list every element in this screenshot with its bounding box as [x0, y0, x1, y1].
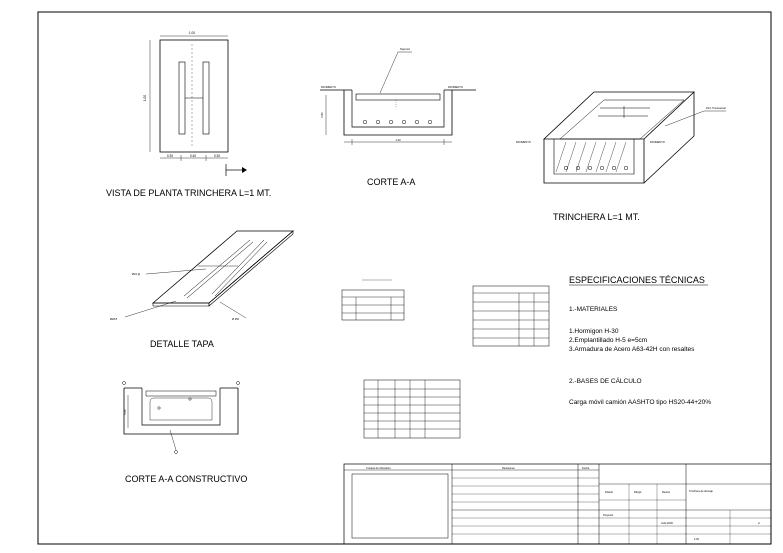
plan-view: 1.00 1.00 0.30 0.40 0.30: [143, 31, 247, 176]
title-block-reviewed: Revisó: [662, 490, 670, 494]
title-block-project: Proyecto: [603, 513, 614, 517]
section-aa-title: CORTE A-A: [367, 177, 415, 187]
plan-dim-b: 0.40: [190, 154, 196, 158]
section-constructive-title: CORTE A-A CONSTRUCTIVO: [125, 474, 247, 484]
title-block-revisions-col: Revisiones: [502, 466, 515, 470]
title-block-project-name: Trinchera de drenaje: [689, 489, 713, 493]
specs-material-2: 2.Emplantillado H-5 e=5cm: [569, 337, 647, 344]
plan-dim-top: 1.00: [189, 31, 195, 35]
plan-view-title: VISTA DE PLANTA TRINCHERA L=1 MT.: [106, 188, 271, 198]
specs-heading: ESPECIFICACIONES TÉCNICAS: [569, 275, 705, 285]
lid-callout-left: Ø28,8: [110, 317, 118, 321]
specs-calc-heading: 2.-BASES DE CÁLCULO: [569, 376, 642, 385]
table-bottom: [363, 379, 461, 439]
lid-callout-upper: Ø22 @: [132, 272, 141, 276]
lid-detail-title: DETALLE TAPA: [150, 339, 214, 349]
specs-materials-heading: 1.-MATERIALES: [569, 306, 618, 313]
title-block-date: Julio 2020: [661, 521, 673, 525]
plan-dim-c: 0.30: [214, 154, 220, 158]
section-aa-tapa-callout: Tapa HA: [400, 47, 410, 51]
lid-detail: Ø22 @ Ø28,8 Ø 250: [110, 230, 295, 321]
trench-pavement-left: PAVIMENTO: [516, 140, 531, 144]
lid-callout-right: Ø 250: [232, 317, 240, 321]
trench-steel-plate-callout: Perf. Transversal: [706, 106, 726, 110]
trench-3d-view: Perf. Transversal PAVIMENTO PAVIMENTO: [516, 91, 726, 184]
section-aa-pavement-left: PAVIMENTO: [321, 85, 336, 89]
title-block-drawing-col: Croquis de Ubicación: [366, 466, 391, 470]
section-aa: Tapa HA PAVIMENTO PAVIMENTO 1.20 0.80: [320, 47, 476, 145]
technical-specs: ESPECIFICACIONES TÉCNICAS 1.-MATERIALES …: [569, 275, 711, 406]
plan-dim-side: 1.00: [143, 95, 147, 101]
trench-3d-title: TRINCHERA L=1 MT.: [553, 212, 640, 222]
trench-pavement-right: PAVIMENTO: [650, 140, 665, 144]
title-block-date-col: Fecha: [582, 466, 590, 470]
section-constructive: 0.80: [122, 381, 240, 454]
specs-material-3: 3.Armadura de Acero A63-42H con resaltes: [569, 346, 695, 353]
specs-material-1: 1.Hormigon H-30: [569, 328, 619, 335]
section-aa-pavement-right: PAVIMENTO: [448, 85, 463, 89]
section-aa-dim-height: 0.80: [320, 112, 324, 118]
plan-dim-a: 0.30: [167, 154, 173, 158]
table-middle: [472, 285, 550, 347]
title-block: Croquis de Ubicación Revisiones Fecha Di…: [343, 463, 772, 545]
section-aa-dim-width: 1.20: [395, 138, 401, 142]
title-block-drafted: Dibujó: [634, 490, 642, 494]
constructive-dim: 0.80: [123, 409, 127, 415]
specs-calc-line: Carga móvil camión AASHTO tipo HS20-44+2…: [569, 399, 711, 406]
title-block-designed: Diseño: [605, 490, 614, 494]
table-left: [341, 279, 405, 321]
title-block-sheet: A: [758, 521, 760, 525]
title-block-scale: 1:20: [694, 537, 700, 541]
